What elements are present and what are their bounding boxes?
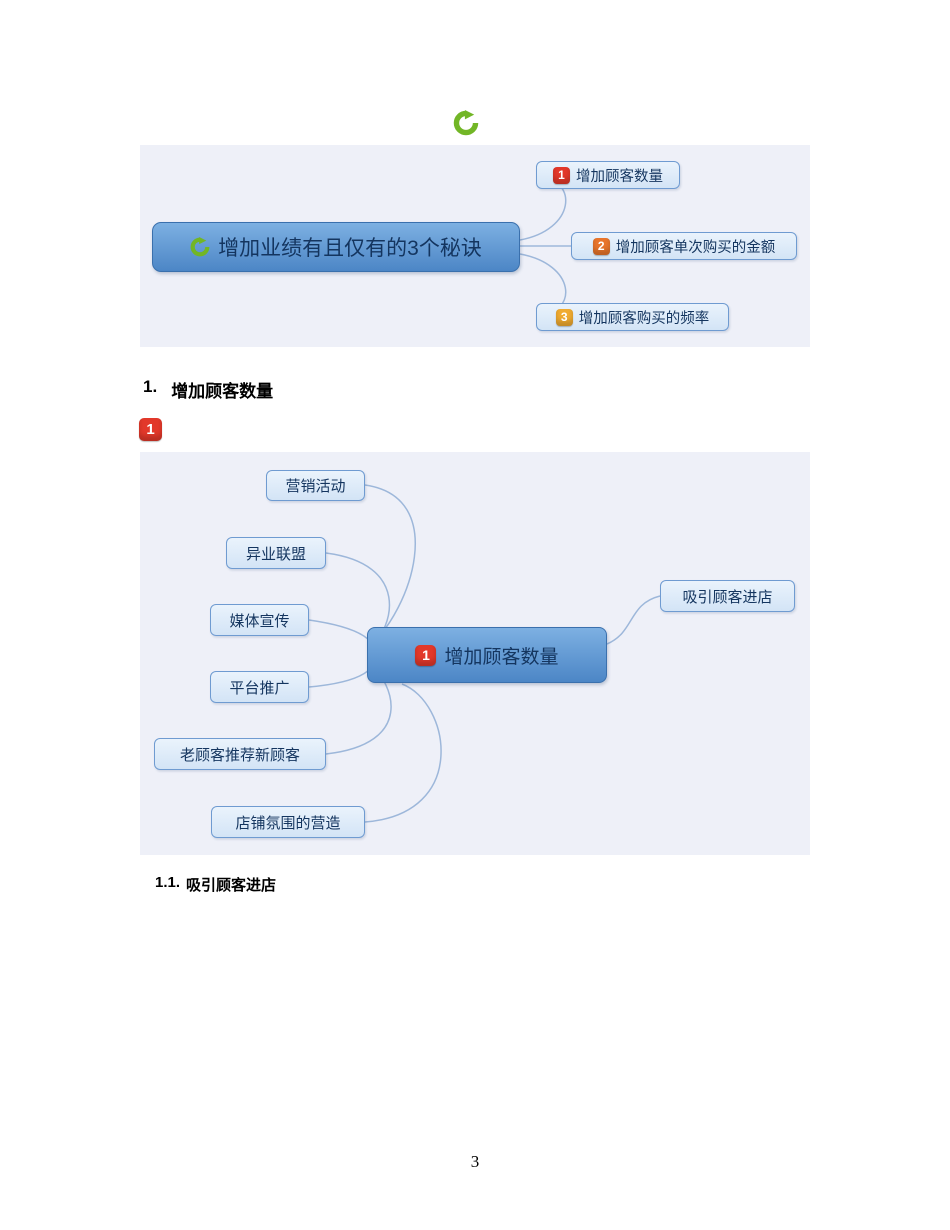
section-number: 1.1.: [155, 874, 181, 891]
branch-node-cross-industry-alliance: 异业联盟: [226, 537, 326, 569]
refresh-icon: [190, 237, 210, 257]
node-label: 店铺氛围的营造: [235, 814, 341, 832]
node-label: 增加业绩有且仅有的3个秘诀: [218, 237, 482, 260]
node-label: 增加顾客数量: [576, 168, 663, 185]
refresh-icon: [453, 110, 479, 136]
number-badge-3: 3: [555, 308, 573, 326]
section-heading-1: 1. 增加顾客数量: [143, 377, 273, 402]
branch-node-store-atmosphere: 店铺氛围的营造: [211, 806, 365, 838]
branch-node-increase-purchase-amount: 2 增加顾客单次购买的金额: [571, 232, 797, 260]
branch-node-referral: 老顾客推荐新顾客: [154, 738, 326, 770]
node-label: 老顾客推荐新顾客: [179, 746, 300, 764]
section-title: 增加顾客数量: [171, 382, 274, 401]
node-label: 增加顾客单次购买的金额: [615, 239, 776, 256]
node-label: 媒体宣传: [229, 612, 290, 630]
mindmap-panel-1: 增加业绩有且仅有的3个秘诀 1 增加顾客数量 2 增加顾客单次购买的金额 3 增…: [140, 145, 810, 347]
branch-node-marketing-activity: 营销活动: [266, 470, 365, 501]
branch-node-attract-customers: 吸引顾客进店: [660, 580, 795, 612]
number-badge-1: 1: [415, 644, 437, 666]
branch-node-increase-customers: 1 增加顾客数量: [536, 161, 680, 189]
page-number: 3: [470, 1152, 480, 1171]
number-badge-1: 1: [139, 418, 162, 441]
branch-node-media-promotion: 媒体宣传: [210, 604, 309, 636]
section-title: 吸引顾客进店: [186, 877, 277, 894]
node-label: 营销活动: [285, 478, 346, 495]
number-badge-2: 2: [592, 237, 610, 255]
branch-node-platform-promotion: 平台推广: [210, 671, 309, 703]
node-label: 增加顾客购买的频率: [578, 310, 710, 327]
section-heading-1-1: 1.1. 吸引顾客进店: [155, 874, 276, 895]
node-label: 增加顾客数量: [444, 646, 559, 668]
node-label: 平台推广: [229, 679, 290, 697]
node-label: 异业联盟: [245, 545, 306, 563]
mindmap2-root-node: 1 增加顾客数量: [367, 627, 607, 683]
mindmap1-root-node: 增加业绩有且仅有的3个秘诀: [152, 222, 520, 272]
number-badge-1: 1: [553, 166, 570, 184]
section-number: 1.: [143, 377, 158, 396]
mindmap-panel-2: 营销活动 异业联盟 媒体宣传 平台推广 老顾客推荐新顾客 店铺氛围的营造 1 增…: [140, 452, 810, 855]
branch-node-increase-purchase-frequency: 3 增加顾客购买的频率: [536, 303, 729, 331]
node-label: 吸引顾客进店: [682, 588, 773, 606]
